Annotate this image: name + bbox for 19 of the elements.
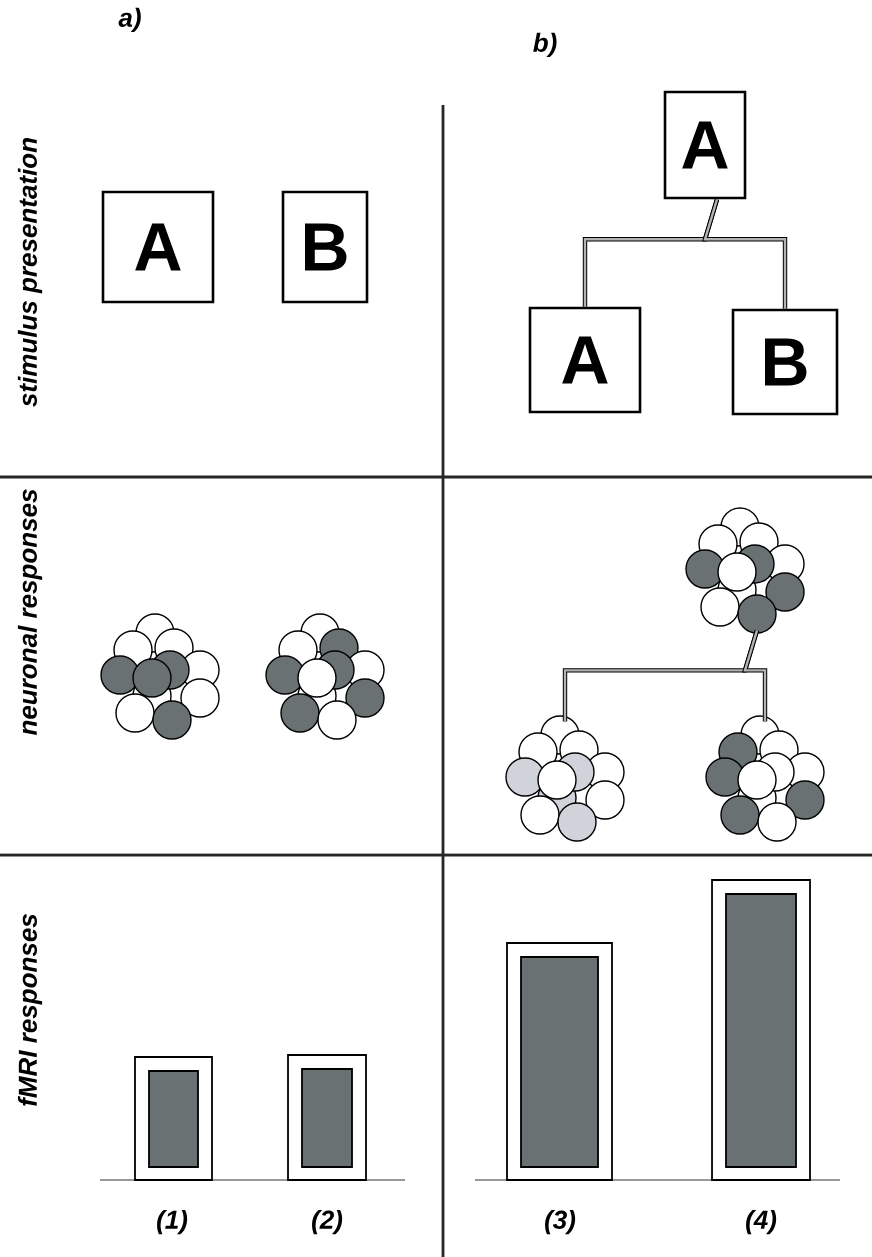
section-label: b) <box>533 32 557 58</box>
neuron-cluster-drawing <box>685 507 805 634</box>
neuron-cluster-drawing <box>505 715 625 842</box>
row-label: stimulus presentation <box>17 138 43 407</box>
row-label: fMRI responses <box>17 914 43 1106</box>
stimulus-box: B <box>731 308 839 416</box>
row-label: neuronal responses <box>17 489 43 736</box>
stimulus-box: A <box>528 306 642 414</box>
branch-connector <box>702 198 788 309</box>
condition-label: (4) <box>746 1209 777 1235</box>
stimulus-box: A <box>663 90 747 200</box>
condition-label: (1) <box>157 1209 188 1235</box>
section-label: a) <box>118 7 141 33</box>
condition-label: (2) <box>312 1209 343 1235</box>
stimulus-box: A <box>101 190 215 304</box>
branch-connector <box>742 629 768 722</box>
stimulus-box: B <box>281 190 369 304</box>
neuron-cluster-drawing <box>705 715 825 842</box>
condition-label: (3) <box>545 1209 576 1235</box>
